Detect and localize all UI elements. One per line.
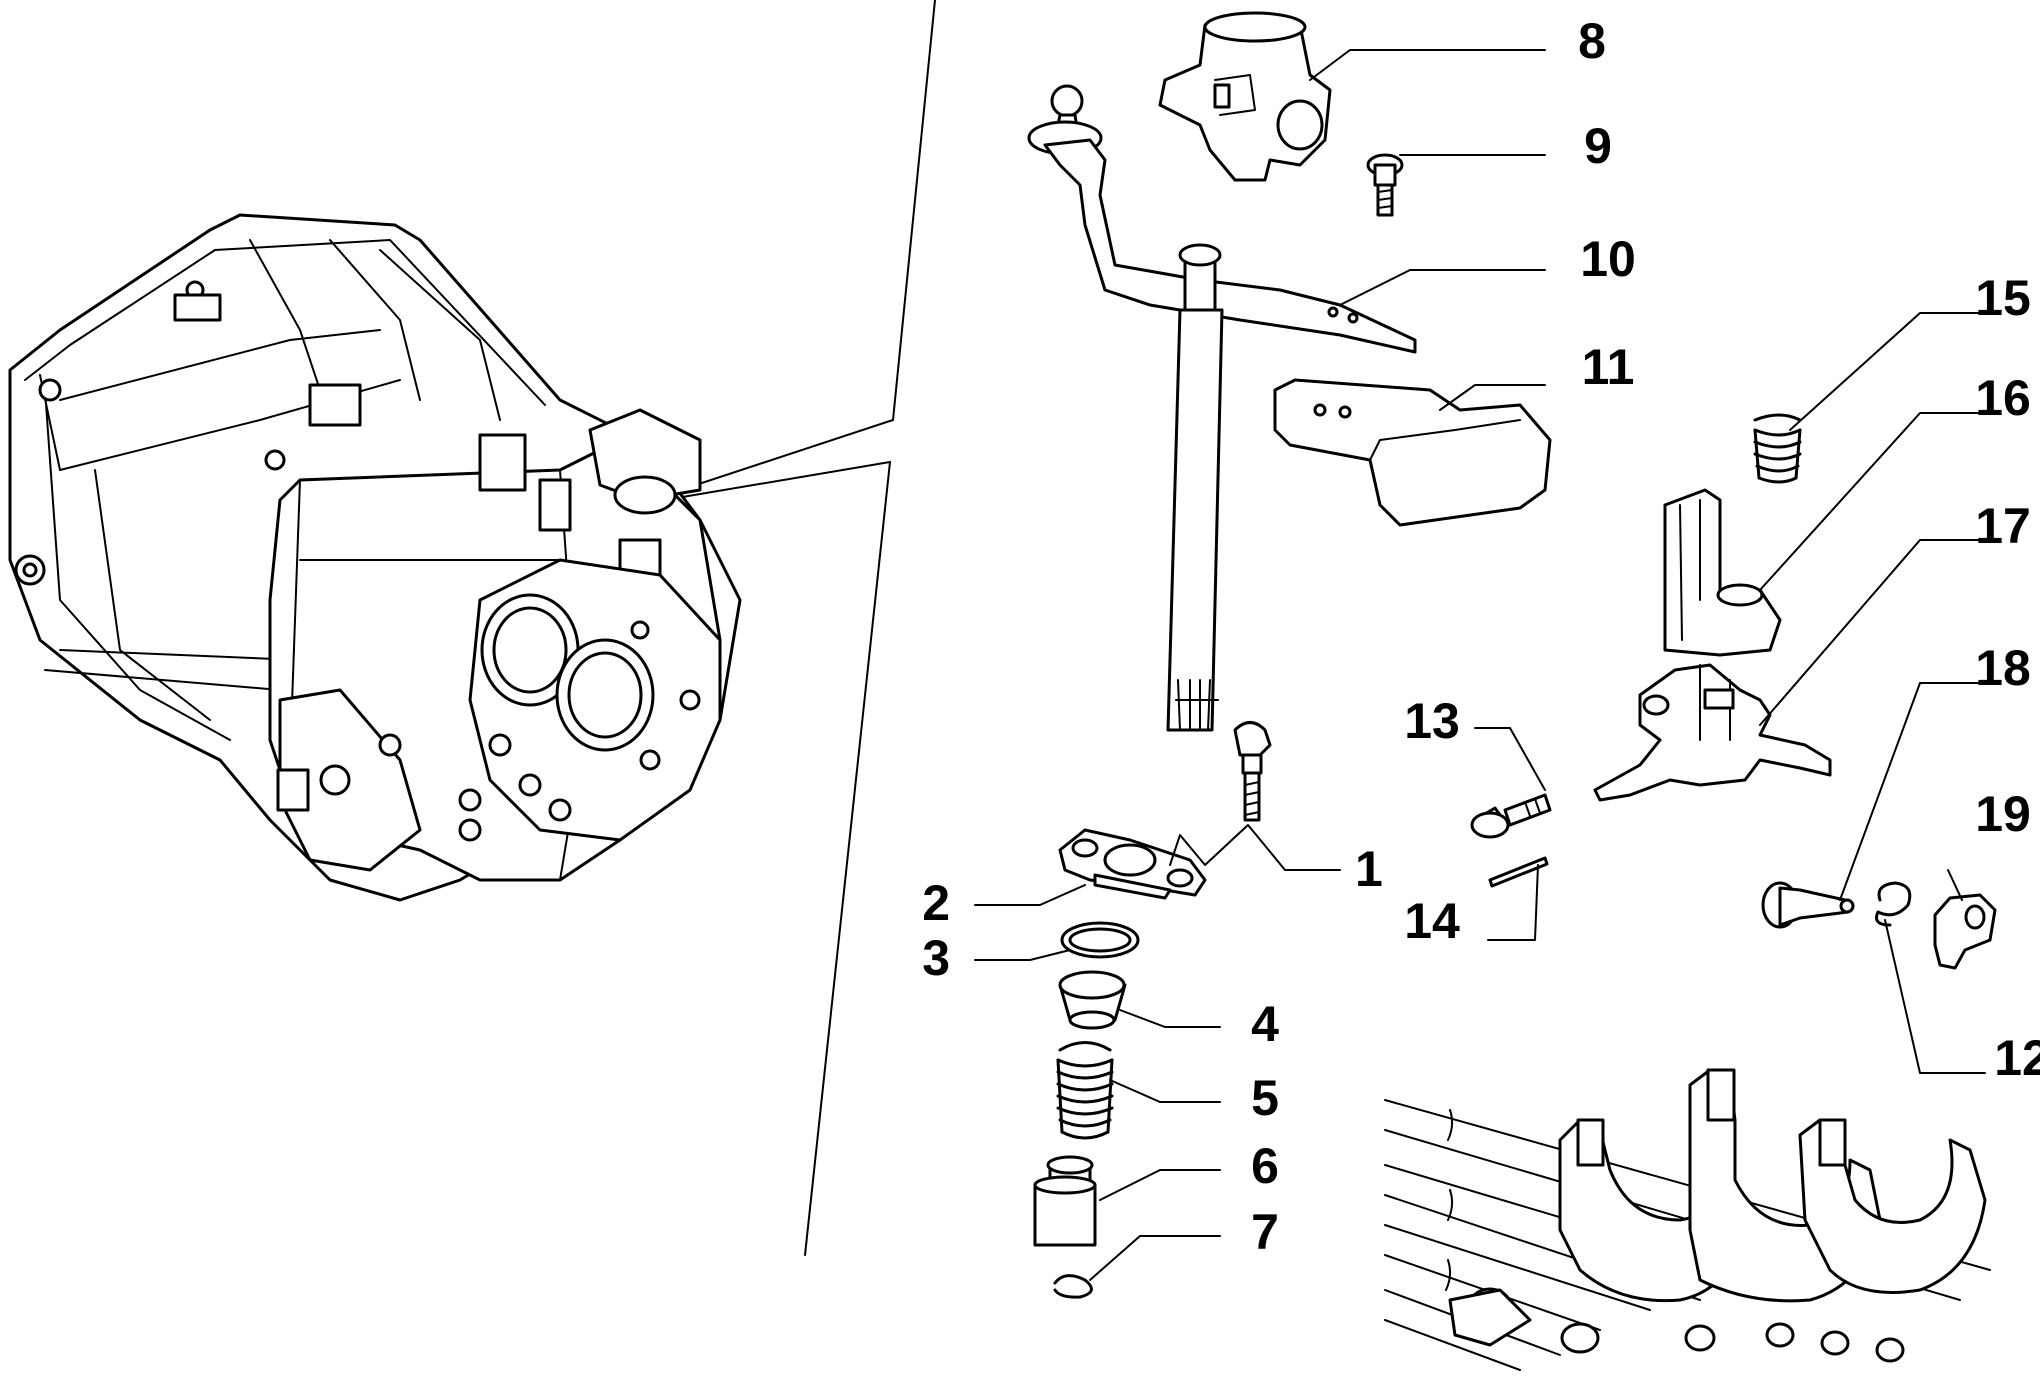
part-14-pin — [1488, 856, 1549, 888]
part-6-plunger — [1033, 1155, 1097, 1247]
part-8-lever-housing — [1158, 11, 1332, 182]
callout-labels: 1 2 3 4 5 6 7 8 9 10 11 12 13 14 15 16 1… — [922, 13, 2040, 1260]
part-10-selector-shaft — [1027, 84, 1417, 732]
part-7-circlip — [1053, 1274, 1093, 1299]
part-2-flange — [1058, 828, 1207, 900]
callout-2: 2 — [922, 875, 950, 931]
callout-4: 4 — [1251, 996, 1279, 1052]
callout-18: 18 — [1975, 640, 2031, 696]
callout-10: 10 — [1580, 231, 1636, 287]
callout-1: 1 — [1355, 841, 1383, 897]
callout-7: 7 — [1251, 1204, 1279, 1260]
part-19-cam — [1933, 893, 1997, 970]
part-5-spring — [1056, 1041, 1114, 1140]
callout-6: 6 — [1251, 1138, 1279, 1194]
callout-15: 15 — [1975, 270, 2031, 326]
part-16-bracket — [1663, 488, 1782, 657]
callout-3: 3 — [922, 930, 950, 986]
part-1-bolt — [1233, 721, 1272, 822]
callout-16: 16 — [1975, 370, 2031, 426]
callout-14: 14 — [1404, 893, 1460, 949]
gearbox-housing-illustration — [8, 0, 936, 1256]
part-4-bushing — [1058, 970, 1127, 1030]
part-11-plate — [1273, 378, 1552, 527]
part-13-bolt — [1470, 793, 1552, 839]
shift-forks-rods — [1384, 1068, 1991, 1371]
callout-5: 5 — [1251, 1070, 1279, 1126]
callout-11: 11 — [1582, 339, 1635, 395]
part-3-o-ring — [1060, 921, 1140, 959]
part-18-plug — [1761, 881, 1855, 929]
part-15-spring — [1753, 413, 1802, 484]
callout-17: 17 — [1975, 498, 2031, 554]
callout-12: 12 — [1994, 1030, 2040, 1086]
callout-13: 13 — [1404, 693, 1460, 749]
callout-19: 19 — [1975, 786, 2031, 842]
leader-lines — [974, 49, 1986, 1281]
callout-8: 8 — [1578, 13, 1606, 69]
part-12-clip — [1875, 881, 1912, 927]
callout-9: 9 — [1584, 118, 1612, 174]
part-17-selector-finger — [1593, 663, 1832, 802]
part-9-bolt — [1366, 153, 1404, 217]
